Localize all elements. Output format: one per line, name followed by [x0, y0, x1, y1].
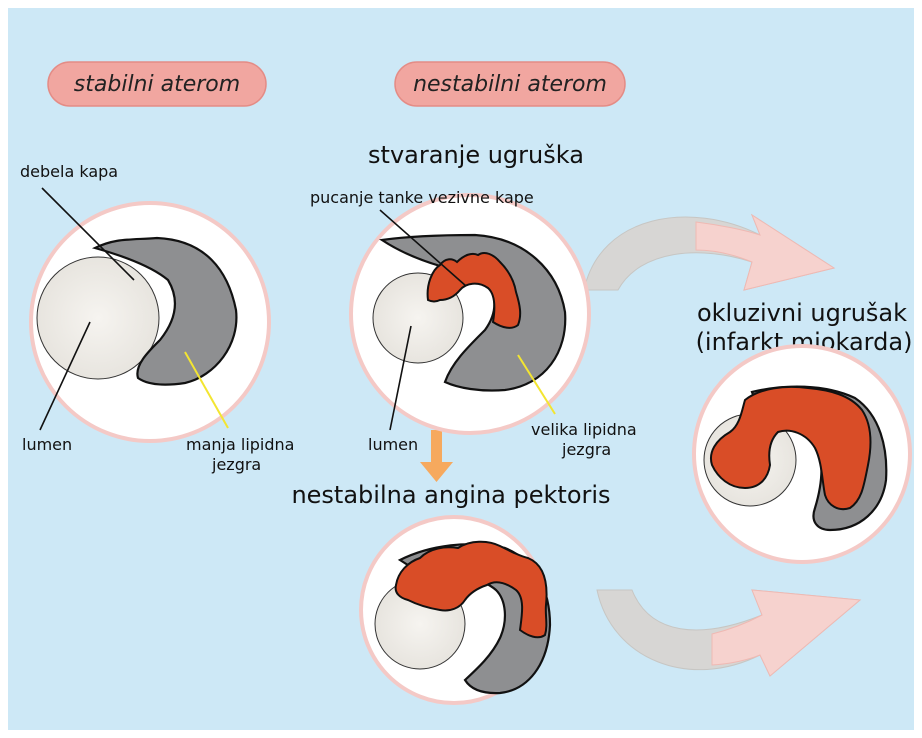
pill-label-unstable: nestabilni aterom — [413, 72, 607, 97]
label-large-core-line1: velika lipidna — [531, 420, 637, 439]
down-arrow-shaft — [431, 430, 442, 464]
curved-arrow-bottom — [597, 590, 860, 676]
label-cap-rupture: pucanje tanke vezivne kape — [310, 188, 534, 207]
pill-label-stable: stabilni aterom — [74, 72, 240, 97]
unstable-atheroma-cross-section — [351, 195, 589, 433]
label-lumen-middle: lumen — [368, 435, 418, 454]
stable-atheroma-cross-section — [31, 203, 269, 441]
label-thick-cap: debela kapa — [20, 162, 118, 181]
stable-atheroma-pill: stabilni aterom — [48, 62, 266, 106]
label-lumen-left: lumen — [22, 435, 72, 454]
heading-thrombus-formation: stvaranje ugruška — [368, 141, 584, 169]
unstable-atheroma-pill: nestabilni aterom — [395, 62, 625, 106]
unstable-angina-cross-section — [361, 517, 550, 703]
down-arrow-icon — [420, 430, 453, 482]
label-large-core-line2: jezgra — [561, 440, 611, 459]
heading-occlusive-line1: okluzivni ugrušak — [697, 299, 907, 327]
occlusive-thrombus-cross-section — [694, 346, 910, 562]
label-smaller-core-line1: manja lipidna — [186, 435, 294, 454]
label-smaller-core-line2: jezgra — [211, 455, 261, 474]
heading-unstable-angina: nestabilna angina pektoris — [291, 481, 610, 509]
down-arrow-head — [420, 462, 453, 482]
curved-arrow-top — [584, 215, 834, 290]
